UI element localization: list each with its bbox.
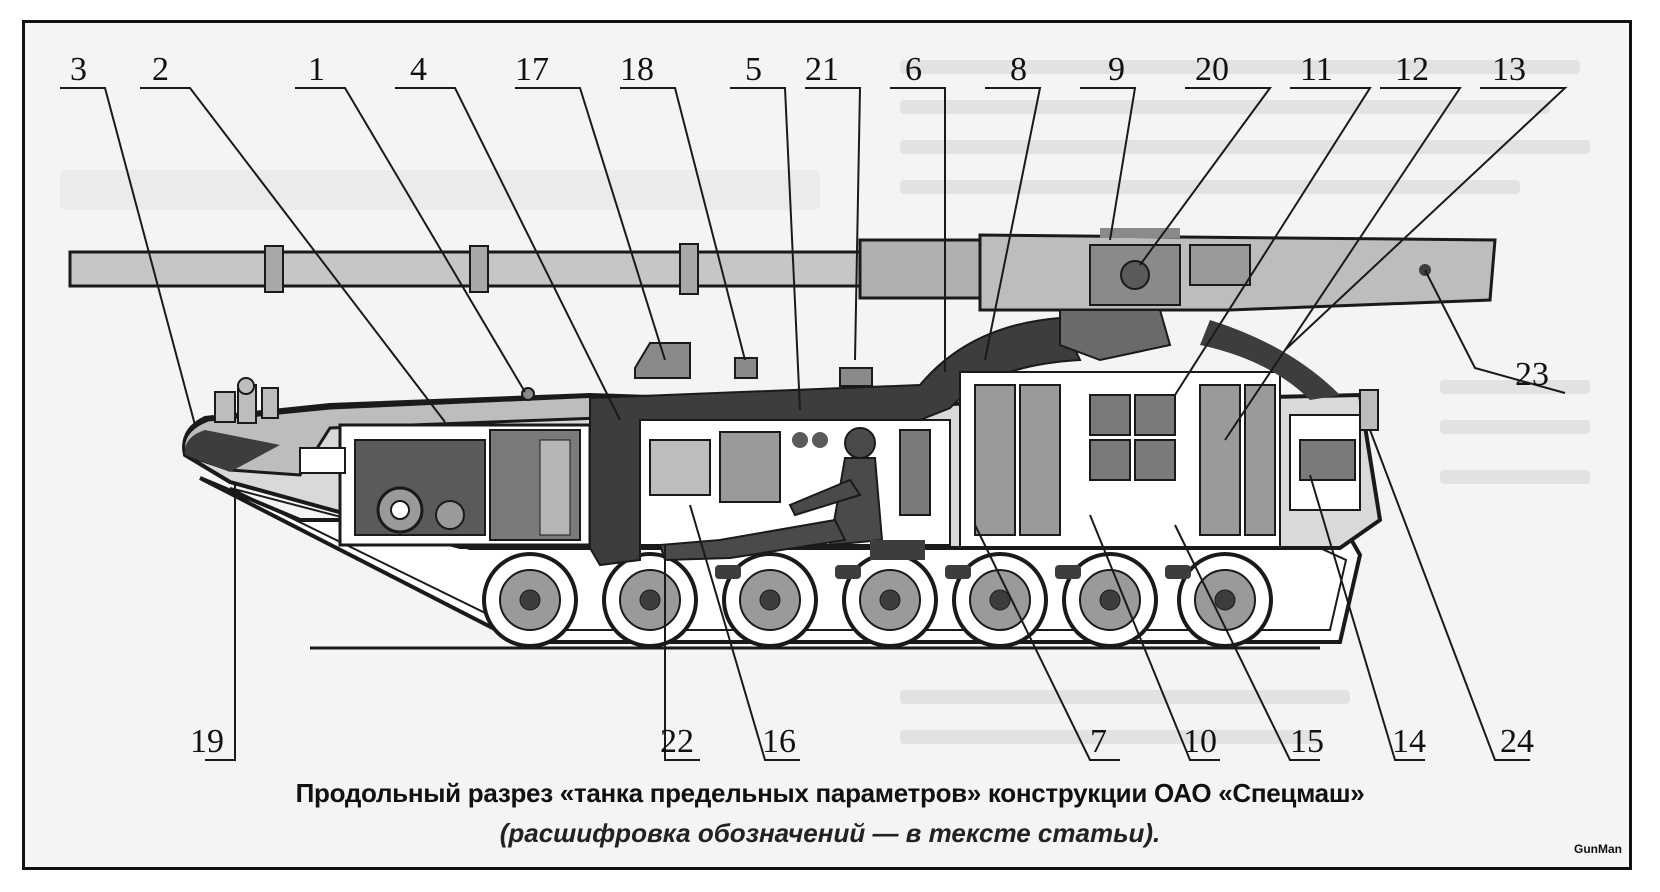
- callout-label: 17: [515, 51, 549, 88]
- ammunition-racks: [959, 371, 1281, 548]
- watermark: GunMan: [1574, 842, 1622, 856]
- periscope: [839, 367, 873, 387]
- callout-label: 13: [1492, 51, 1526, 88]
- road-wheel: [1062, 552, 1158, 648]
- callout-label: 22: [660, 723, 694, 760]
- gun-mount: [1059, 309, 1172, 362]
- callout-label: 20: [1195, 51, 1229, 88]
- leader-lines: [60, 87, 1568, 761]
- roof-sights: [521, 342, 873, 401]
- road-wheel: [482, 552, 578, 648]
- engine-compartment: [299, 423, 592, 547]
- turret-rear-arm: [1200, 320, 1340, 400]
- callout-label: 1: [308, 51, 325, 88]
- road-wheel: [722, 552, 818, 648]
- rear-compartment: [1289, 389, 1379, 511]
- callout-label: 15: [1290, 723, 1324, 760]
- front-fittings: [214, 377, 279, 424]
- road-wheel: [842, 552, 938, 648]
- callout-label: 9: [1108, 51, 1125, 88]
- callout-label: 4: [410, 51, 427, 88]
- callout-label: 24: [1500, 723, 1534, 760]
- callout-label: 18: [620, 51, 654, 88]
- callout-label: 12: [1395, 51, 1429, 88]
- callout-label: 11: [1300, 51, 1333, 88]
- nose-plate: [184, 430, 280, 472]
- figure-caption-note: (расшифровка обозначений — в тексте стат…: [499, 818, 1161, 848]
- callout-label: 2: [152, 51, 169, 88]
- callout-label: 14: [1392, 723, 1426, 760]
- callout-label: 7: [1090, 723, 1107, 760]
- return-rollers: [715, 565, 1191, 579]
- turret: [978, 228, 1497, 312]
- callout-labels: 3 2 1 4 17 18 5 21 6 8 9 20 11 12 13 23 …: [70, 51, 1549, 760]
- front-armor: [182, 394, 602, 477]
- callout-label: 5: [745, 51, 762, 88]
- main-gun: [68, 238, 982, 300]
- callout-label: 21: [805, 51, 839, 88]
- road-wheel: [1177, 552, 1273, 648]
- commander-sight: [634, 342, 691, 379]
- road-wheel: [952, 552, 1048, 648]
- callout-label: 3: [70, 51, 87, 88]
- callout-label: 16: [762, 723, 796, 760]
- armored-capsule: [589, 316, 1082, 567]
- callout-label: 10: [1183, 723, 1217, 760]
- callout-label: 8: [1010, 51, 1027, 88]
- figure-caption-title: Продольный разрез «танка предельных пара…: [295, 778, 1365, 808]
- crew-member-figure: [658, 427, 884, 562]
- crew-compartment: [639, 419, 951, 562]
- periscope: [734, 357, 758, 379]
- callout-label: 19: [190, 723, 224, 760]
- road-wheel: [602, 552, 698, 648]
- callout-label: 6: [905, 51, 922, 88]
- callout-label: 23: [1515, 356, 1549, 393]
